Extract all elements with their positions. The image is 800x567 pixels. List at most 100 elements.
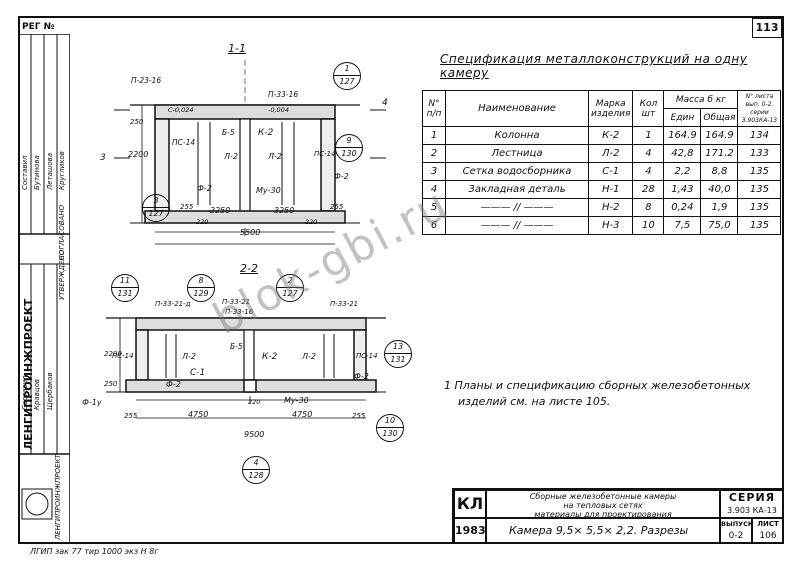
s2-d255b: 255 (352, 412, 366, 420)
s1-d255a: 255 (180, 203, 194, 211)
stamp-col2b: Леташова (46, 152, 54, 190)
note: 1 Планы и спецификацию сборных железобет… (444, 378, 750, 410)
tb-sheet-value: 106 (759, 531, 777, 541)
s2-d220: 220 (248, 398, 261, 406)
s1-f2a: Ф-2 (197, 184, 212, 193)
s1-p33: П-33-16 (268, 90, 299, 99)
cell-total: 75,0 (700, 216, 739, 235)
cell-mark: Н-2 (587, 198, 634, 217)
cell-total: 40,0 (700, 180, 739, 199)
cell-unit: 0,24 (663, 198, 702, 217)
sheet-number: 113 (752, 18, 782, 38)
tb-series-label: СЕРИЯ (728, 491, 776, 504)
spec-header-mass: Масса б кг (663, 90, 739, 109)
cell-unit: 42,8 (663, 144, 702, 163)
sheet-frame (18, 16, 784, 544)
print-footer: ЛГИП зак 77 тир 1000 экз Н 8г (30, 547, 159, 556)
cell-sheet: 135 (737, 198, 782, 217)
note-line2: изделий см. на листе 105. (458, 395, 611, 408)
s2-p3321a: П-33-21-д (155, 300, 191, 308)
table-row: 5 ——— // ——— Н-2 8 0,24 1,9 135 (422, 198, 782, 217)
s1-callout-3: 3 127 (142, 194, 170, 222)
section1-title: 1-1 (228, 42, 246, 55)
cell-unit: 2,2 (663, 162, 702, 181)
s2-f2b: Ф-2 (354, 372, 369, 381)
s1-d2200: 2200 (128, 150, 149, 159)
spec-title: Спецификация металлоконструкций на одну … (440, 52, 748, 80)
tb-issue-value: 0-2 (728, 531, 744, 541)
cell-sheet: 134 (737, 126, 782, 145)
cell-unit: 7,5 (663, 216, 702, 235)
section2-title: 2-2 (240, 262, 258, 275)
left-stamp-lines (18, 34, 70, 544)
cell-qty: 8 (632, 198, 665, 217)
s1-l2b: Л-2 (268, 152, 282, 161)
tb-desc3: материалы для проектирования (534, 510, 672, 519)
cell-mark: С-1 (587, 162, 634, 181)
s2-d250: 250 (104, 380, 118, 388)
s2-l2b: Л-2 (302, 352, 316, 361)
cell-mark: Н-3 (587, 216, 634, 235)
cell-name: Колонна (445, 126, 589, 145)
cell-qty: 28 (632, 180, 665, 199)
cell-name: Сетка водосборника (445, 162, 589, 181)
s1-callout-9: 9 130 (335, 134, 363, 162)
s2-callout-13: 13 131 (384, 340, 412, 368)
cell-qty: 4 (632, 162, 665, 181)
s1-sec4: 4 (382, 98, 388, 108)
cell-sheet: 133 (737, 144, 782, 163)
s2-d4750a: 4750 (188, 410, 209, 419)
cell-sheet: 135 (737, 180, 782, 199)
s1-l2a: Л-2 (224, 152, 238, 161)
s1-d5500: 5500 (240, 228, 261, 237)
tb-code: КЛ (454, 490, 486, 518)
cell-qty: 1 (632, 126, 665, 145)
cell-unit: 1,43 (663, 180, 702, 199)
s2-p3316: П-33-16 (225, 308, 254, 316)
s1-ps14r: ПС-14 (314, 150, 336, 158)
stamp-approved: УТВЕРЖДЕНО (58, 249, 66, 300)
tb-year: 1983 (454, 518, 486, 544)
cell-n: 1 (422, 126, 446, 145)
spec-table: N° п/п Наименование Марка изделия Кол шт… (422, 90, 782, 235)
s2-b5: Б-5 (230, 342, 243, 351)
tb-desc2: на тепловых сетях (563, 501, 643, 510)
tb-drawing-name: Камера 9,5× 5,5× 2,2. Разрезы (486, 518, 720, 544)
spec-header-name: Наименование (445, 90, 589, 127)
cell-total: 164.9 (700, 126, 739, 145)
s1-d220a: 220 (196, 218, 209, 226)
s1-callout-1: 1 127 (333, 62, 361, 90)
s1-sec3: 3 (100, 153, 106, 163)
org-name: ЛЕНГИПРОИНЖПРОЕКТ (22, 298, 35, 450)
s1-k2: К-2 (258, 128, 274, 138)
s2-callout-8: 8 129 (187, 274, 215, 302)
s2-d2200: 2200 (104, 350, 122, 358)
cell-mark: К-2 (587, 126, 634, 145)
s2-p3321b: П-33-21 (222, 298, 251, 306)
cell-unit: 164.9 (663, 126, 702, 145)
cell-name: Закладная деталь (445, 180, 589, 199)
cell-total: 1,9 (700, 198, 739, 217)
tb-series: СЕРИЯ 3.903 КА-13 (720, 490, 784, 518)
s1-mu30: Му-30 (256, 186, 281, 195)
table-row: 3 Сетка водосборника С-1 4 2,2 8,8 135 (422, 162, 782, 181)
s2-callout-10: 10 130 (376, 414, 404, 442)
s1-c024: С-0,024 (168, 106, 194, 114)
spec-header-unit: Един (663, 108, 702, 127)
s2-callout-11: 11 131 (111, 274, 139, 302)
s1-d255b: 255 (330, 203, 344, 211)
table-row: 4 Закладная деталь Н-1 28 1,43 40,0 135 (422, 180, 782, 199)
s2-d255a: 255 (124, 412, 138, 420)
stamp-col2c: Кругликов (58, 151, 66, 190)
spec-header-num: N° п/п (422, 90, 446, 127)
s1-p23: П-23-16 (131, 76, 162, 85)
cell-n: 2 (422, 144, 446, 163)
tb-desc1: Сборные железобетонные камеры (529, 492, 677, 501)
tb-series-value: 3.903 КА-13 (727, 506, 777, 515)
s2-d9500: 9500 (244, 430, 265, 439)
cell-total: 8,8 (700, 162, 739, 181)
section1-drawing (114, 60, 386, 245)
table-row: 1 Колонна К-2 1 164.9 164.9 134 (422, 126, 782, 145)
tb-sheet: ЛИСТ 106 (752, 518, 784, 544)
